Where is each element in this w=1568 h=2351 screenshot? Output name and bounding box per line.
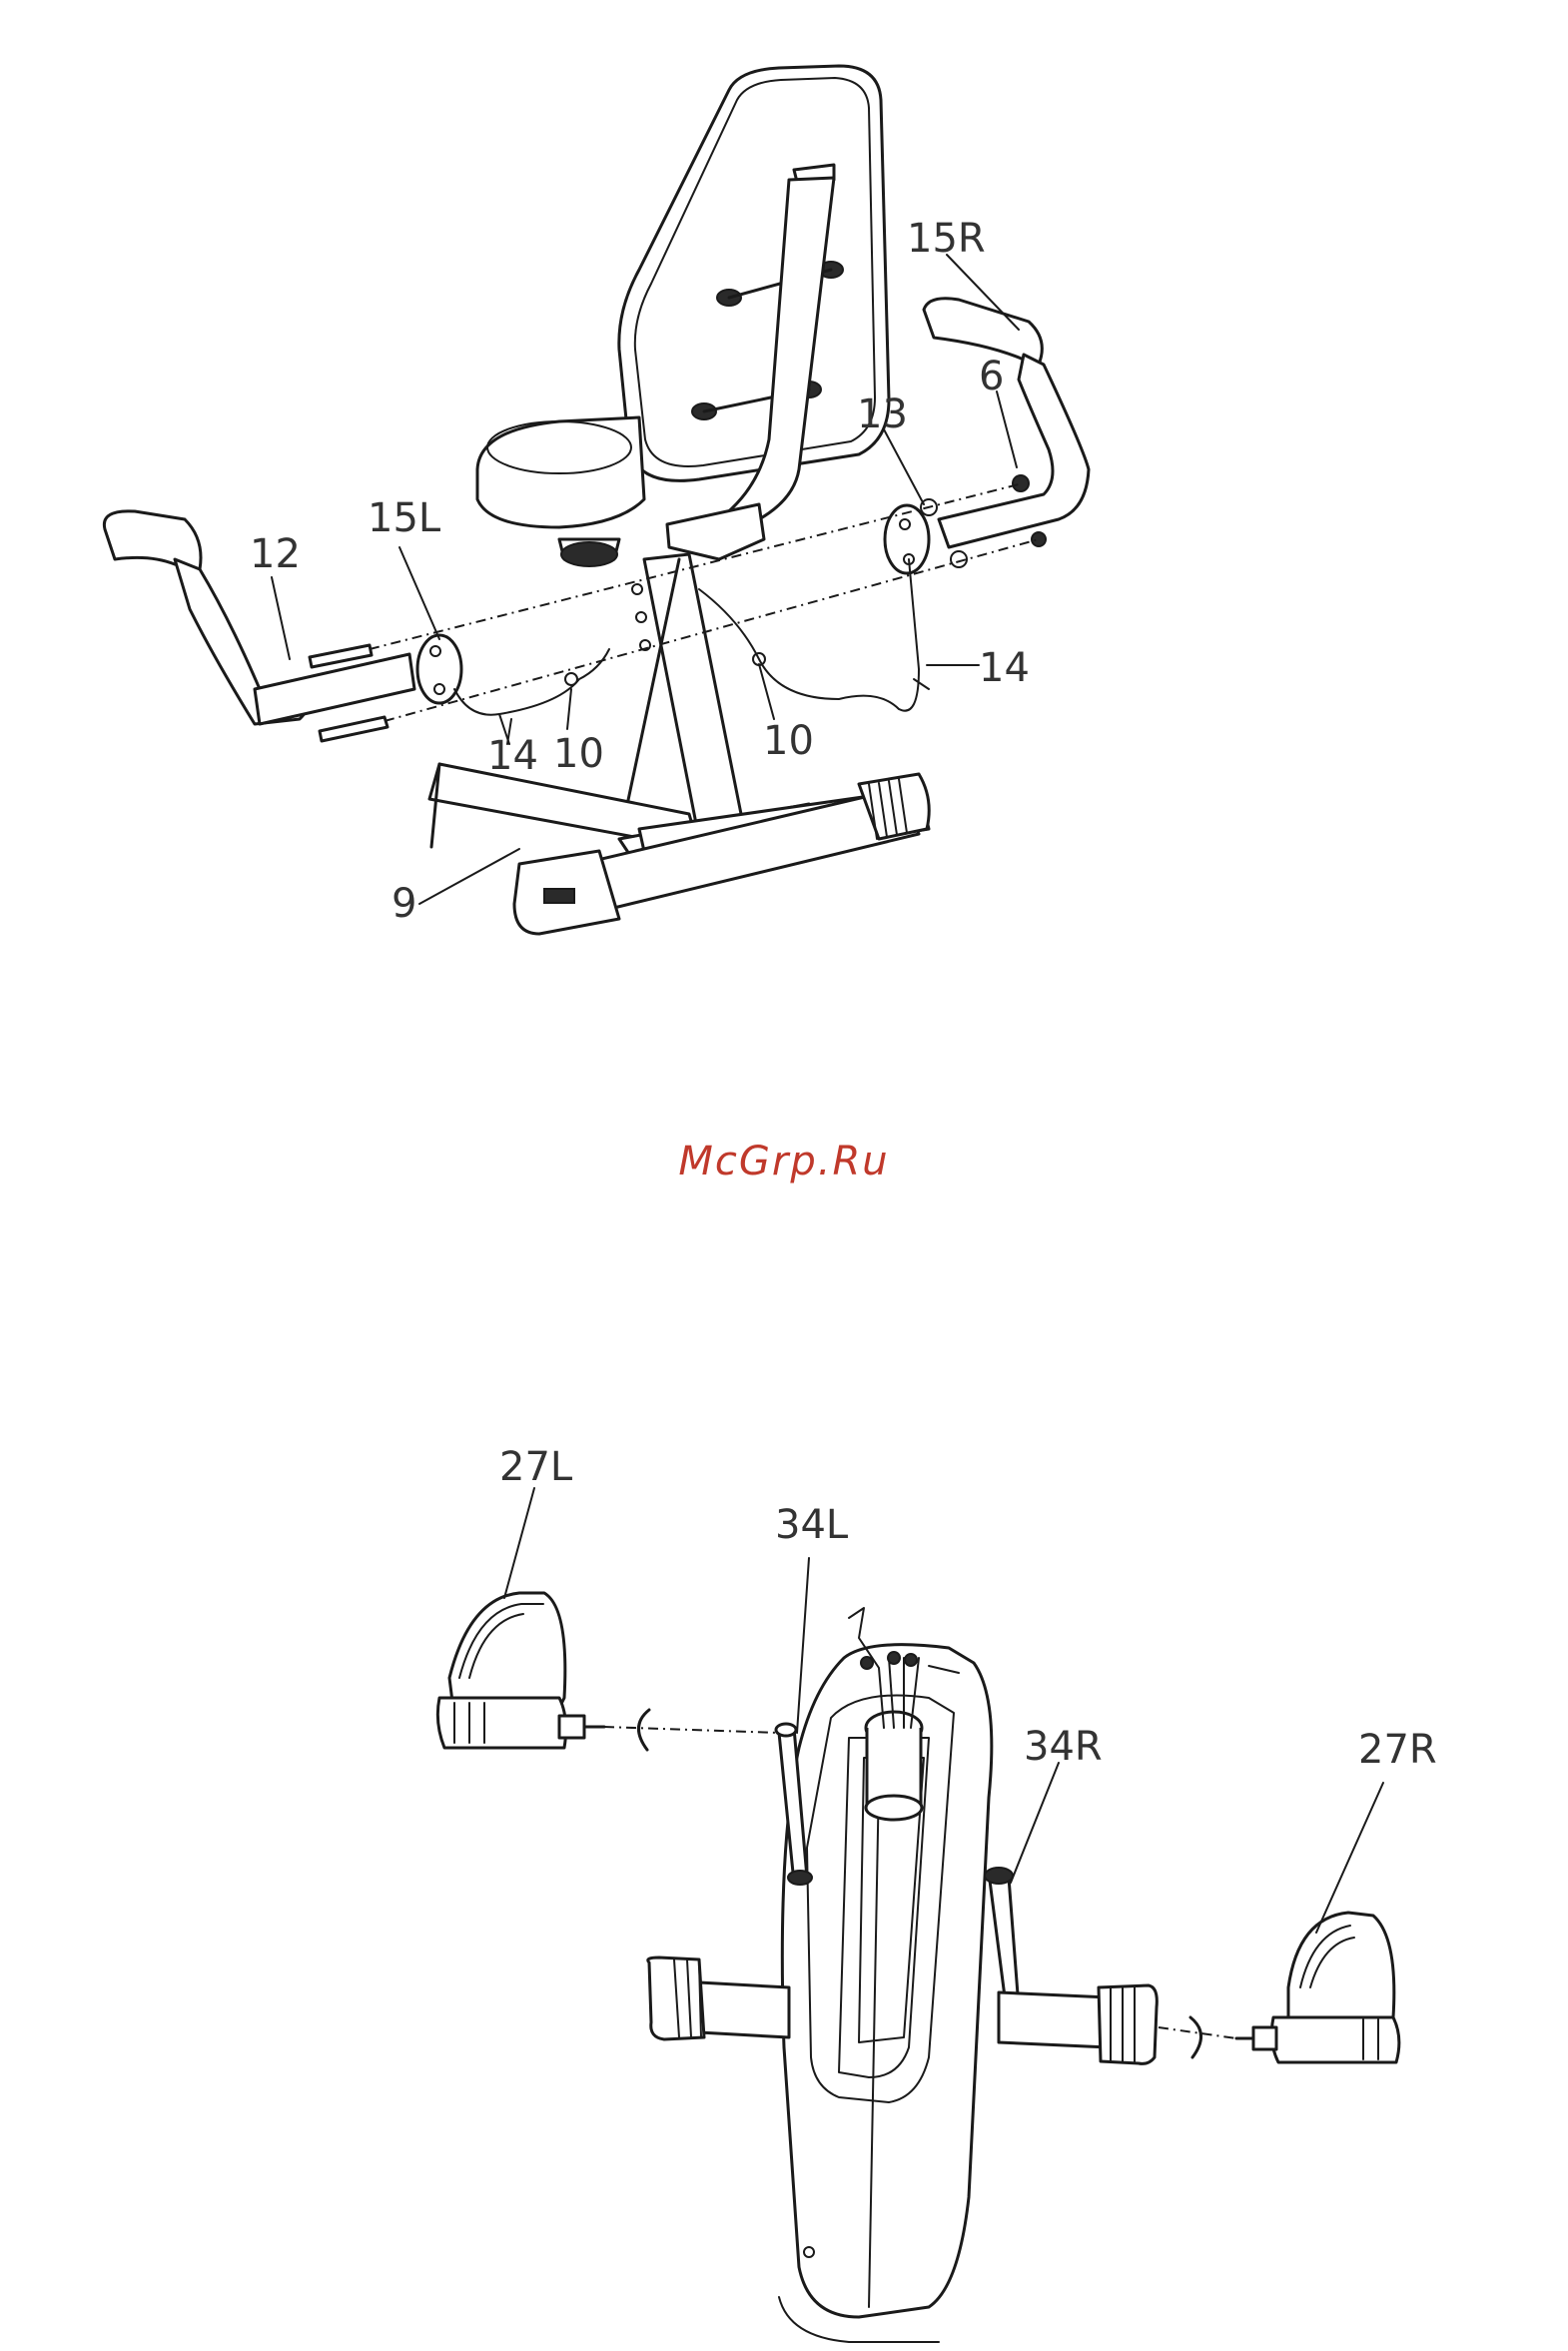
left-c-clip (638, 1710, 649, 1750)
left-pedal (437, 1593, 604, 1748)
left-pedal-alignment (604, 1727, 779, 1733)
right-pedal (1236, 1913, 1399, 2062)
right-crank-arm (985, 1868, 1019, 2012)
label-27R: 27R (1358, 1727, 1437, 1773)
main-housing (779, 1645, 992, 2342)
label-34L: 34L (775, 1502, 849, 1548)
right-c-clip (1190, 2017, 1201, 2057)
label-34R: 34R (1024, 1724, 1103, 1770)
label-27L: 27L (499, 1444, 573, 1490)
right-pedal-alignment (1159, 2027, 1236, 2038)
